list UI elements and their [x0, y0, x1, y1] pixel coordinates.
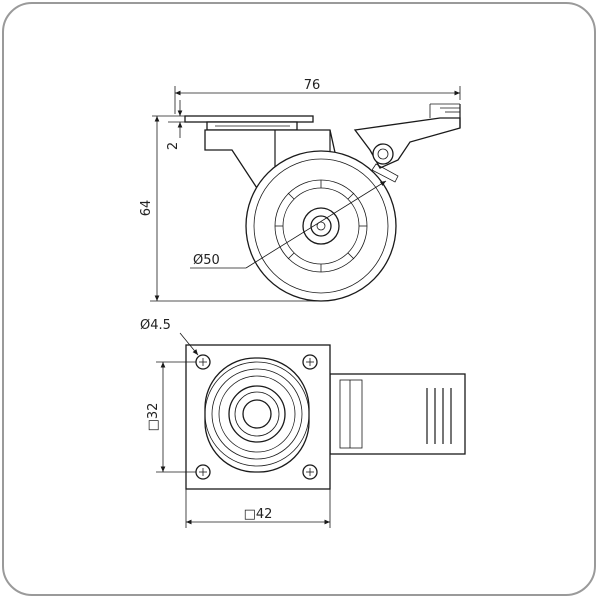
- dim-overall-height: 64: [139, 200, 154, 217]
- brake-pivot: [372, 143, 394, 165]
- dim-plate-size: □42: [244, 507, 273, 522]
- brake-lever: [353, 103, 461, 183]
- axle: [310, 215, 332, 237]
- wheel-hub-ribs: [275, 180, 367, 272]
- brake-pedal-grip: [426, 388, 452, 444]
- top-plate: [184, 115, 314, 123]
- dim-overall-width: 76: [304, 78, 321, 93]
- top-view: Ø4.5 □32 □42: [140, 318, 466, 528]
- dim-plate-thickness: 2: [166, 142, 181, 150]
- bolt-holes: [195, 354, 318, 480]
- side-view: 76 2 64 Ø50: [139, 78, 461, 302]
- dim-hole-diameter: Ø4.5: [140, 318, 171, 333]
- dim-hole-spacing: □32: [146, 403, 161, 432]
- dim-wheel-diameter: Ø50: [193, 253, 220, 268]
- center-bore: [242, 399, 272, 429]
